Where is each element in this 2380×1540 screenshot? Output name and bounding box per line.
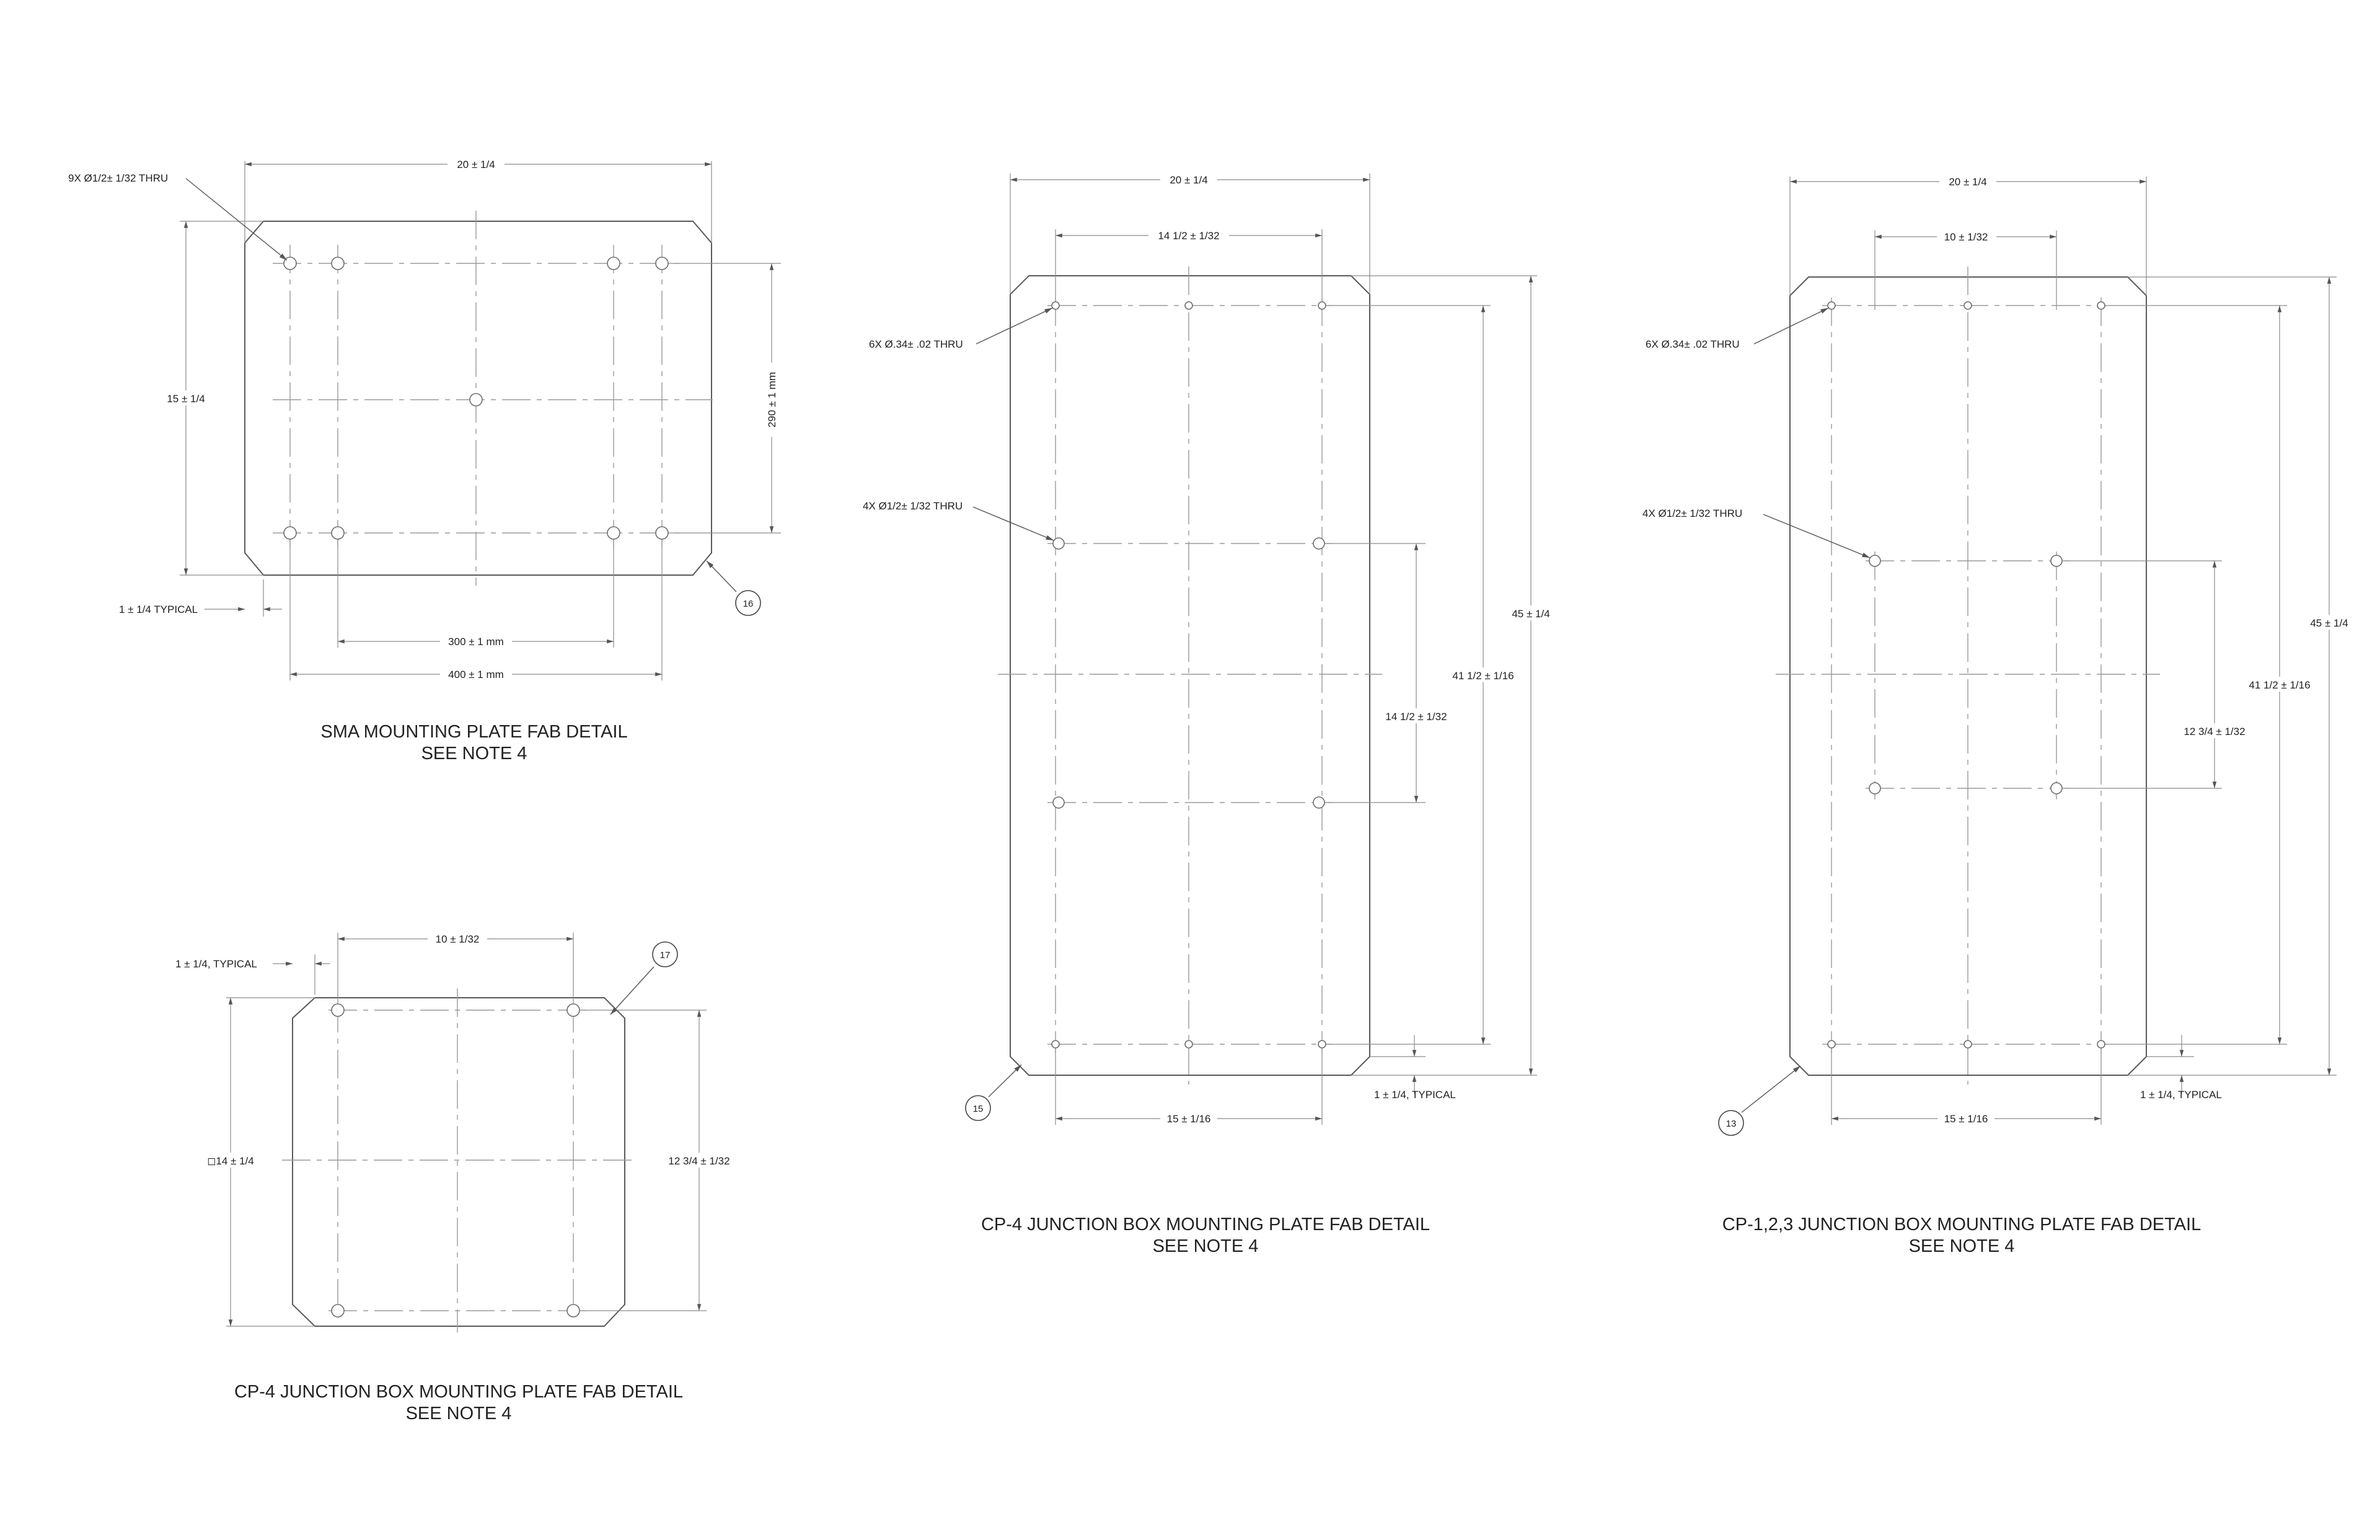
cp123-top-spacing-dim: 10 ± 1/32 [1944,231,1988,243]
cp4-small-hspacing-dim: 10 ± 1/32 [436,933,480,945]
cp123-balloon: 13 [1726,1119,1737,1129]
cp4-small-balloon: 17 [660,950,671,961]
hole [1184,301,1193,310]
hole [1318,1040,1326,1049]
cp4-small-plate-view: 10 ± 1/32 12 3/4 ± 1/32 ◻14 ± 1/4 1 ± 1/… [175,931,741,1423]
balloon-circle [735,590,761,616]
cp123-bottom-spacing-dim: 15 ± 1/16 [1944,1113,1988,1125]
sma-plate-outline [244,221,712,576]
cp4-large-small-holes-callout: 6X Ø.34± .02 THRU [869,338,963,350]
cp123-plate-view: 20 ± 1/4 10 ± 1/32 15 ± 1/16 45 ± 1/4 41… [1642,174,2356,1256]
sma-height-dim: 15 ± 1/4 [167,393,205,405]
hole [283,526,297,540]
hole [1318,301,1326,310]
cp4-large-height-dim: 45 ± 1/4 [1512,608,1549,620]
hole [607,257,620,270]
hole [331,1003,345,1017]
cp4-large-balloon: 15 [973,1104,984,1114]
hole [1052,537,1065,550]
hole [1313,537,1325,550]
hole [1869,782,1881,794]
hole [1184,1040,1193,1049]
sma-vertical-spacing-dim: 290 ± 1 mm [766,372,778,428]
cp123-width-dim: 20 ± 1/4 [1949,176,1986,188]
sma-chamfer-dim: 1 ± 1/4 TYPICAL [119,604,198,615]
sma-title: SMA MOUNTING PLATE FAB DETAIL [320,722,627,742]
cp4-large-note: SEE NOTE 4 [1153,1236,1259,1256]
cp123-hole-span-dim: 41 1/2 ± 1/16 [2249,679,2310,691]
cp4-small-chamfer-dim: 1 ± 1/4, TYPICAL [175,958,257,970]
sma-400-dim: 400 ± 1 mm [448,669,504,680]
cp4-small-plate-outline [292,997,625,1327]
cp4-large-large-holes-callout: 4X Ø1/2± 1/32 THRU [863,500,963,512]
hole [607,526,620,540]
cp4-large-chamfer-dim: 1 ± 1/4, TYPICAL [1374,1089,1456,1101]
hole [1313,796,1325,809]
cp4-large-hole-span-dim: 41 1/2 ± 1/16 [1452,670,1514,682]
hole [2097,301,2105,310]
cp4-small-title: CP-4 JUNCTION BOX MOUNTING PLATE FAB DET… [234,1382,683,1402]
hole [2097,1040,2105,1049]
hole [1827,301,1836,310]
cp4-large-width-dim: 20 ± 1/4 [1170,174,1207,186]
hole [566,1304,580,1318]
hole [2050,555,2063,567]
balloon-circle [965,1095,991,1121]
hole [331,257,345,270]
cp4-small-vspacing-dim: 12 3/4 ± 1/32 [668,1155,729,1167]
hole [1827,1040,1836,1049]
hole [1963,301,1972,310]
sma-note: SEE NOTE 4 [421,744,527,763]
hole [566,1003,580,1017]
sma-300-dim: 300 ± 1 mm [448,636,504,648]
cp123-title: CP-1,2,3 JUNCTION BOX MOUNTING PLATE FAB… [1722,1215,2201,1234]
cp123-height-dim: 45 ± 1/4 [2310,617,2348,629]
cp4-small-size-dim: ◻14 ± 1/4 [207,1155,253,1167]
sma-balloon: 16 [743,599,754,609]
cp4-large-top-spacing-dim: 14 1/2 ± 1/32 [1158,230,1219,242]
hole [1869,555,1881,567]
sma-plate-view: 20 ± 1/4 15 ± 1/4 290 ± 1 mm 300 ± 1 mm … [68,156,781,763]
cp123-inner-span-dim: 12 3/4 ± 1/32 [2184,726,2245,737]
balloon-circle [1718,1110,1744,1136]
hole [331,1304,345,1318]
hole [469,393,483,407]
cp123-large-holes-callout: 4X Ø1/2± 1/32 THRU [1642,508,1742,519]
hole [1963,1040,1972,1049]
hole [655,526,669,540]
cp123-chamfer-dim: 1 ± 1/4, TYPICAL [2140,1089,2222,1101]
cp4-small-note: SEE NOTE 4 [406,1404,512,1423]
hole [1051,1040,1060,1049]
cp4-large-bottom-spacing-dim: 15 ± 1/16 [1167,1113,1211,1125]
hole [2050,782,2063,794]
cp4-large-inner-span-dim: 14 1/2 ± 1/32 [1385,711,1447,723]
cp4-large-plate-outline [1010,275,1370,1076]
sma-holes-callout: 9X Ø1/2± 1/32 THRU [68,172,168,184]
sma-width-dim: 20 ± 1/4 [457,159,495,170]
cp123-small-holes-callout: 6X Ø.34± .02 THRU [1646,338,1740,350]
hole [655,257,669,270]
cp4-large-title: CP-4 JUNCTION BOX MOUNTING PLATE FAB DET… [981,1215,1430,1234]
hole [331,526,345,540]
hole [1051,301,1060,310]
cp4-large-plate-view: 20 ± 1/4 14 1/2 ± 1/32 15 ± 1/16 45 ± 1/… [863,172,1558,1256]
hole [1052,796,1065,809]
cp123-note: SEE NOTE 4 [1909,1236,2015,1256]
balloon-circle [652,941,678,967]
